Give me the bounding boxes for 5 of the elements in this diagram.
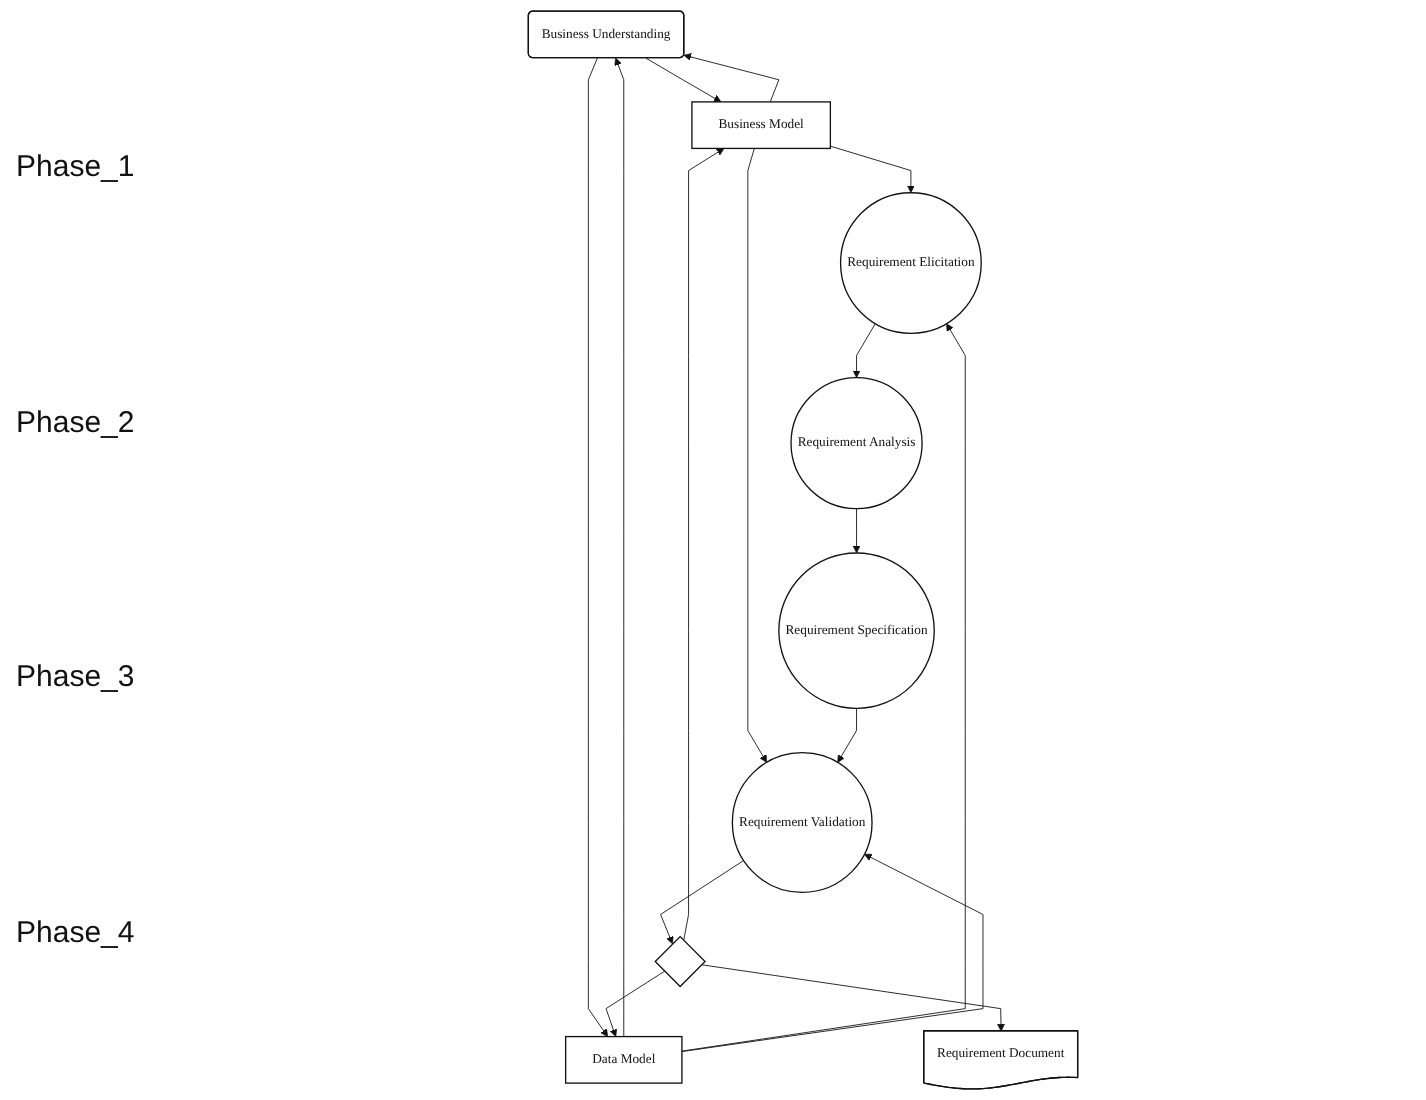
phase-label: Phase_1 [16, 150, 137, 185]
node-diamond [654, 935, 706, 988]
phase-label: Phase_3 [16, 660, 137, 695]
phase-label: Phase_2 [16, 405, 137, 440]
phase-label: Phase_4 [16, 915, 137, 950]
